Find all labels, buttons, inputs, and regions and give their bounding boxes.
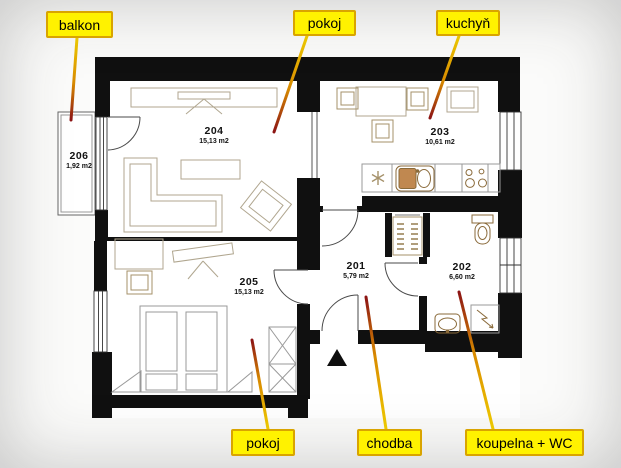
kitchen-chairs <box>336 87 429 143</box>
room-206-area: 1,92 m2 <box>66 163 92 170</box>
kitchen-counter <box>361 163 501 193</box>
room-204-area: 15,13 m2 <box>199 138 229 145</box>
furniture-living-room <box>123 87 293 233</box>
balcony-outline <box>57 111 96 216</box>
room-202-number: 202 <box>452 261 472 273</box>
entrance-arrow-icon <box>327 349 347 366</box>
callout-kuchyn: kuchyň <box>436 10 500 36</box>
entrance-door <box>321 294 359 332</box>
boiler-unit <box>392 214 423 256</box>
living-kitchen-opening <box>311 112 318 178</box>
fridge-icon <box>371 171 385 185</box>
room-202-area: 6,60 m2 <box>449 274 475 281</box>
room-label-205: 205 15,13 m2 <box>214 276 284 296</box>
room-206-number: 206 <box>69 150 89 162</box>
balcony-door <box>107 116 141 151</box>
walls <box>92 57 522 418</box>
kitchen-hall-door <box>321 209 359 247</box>
leader-balkon <box>69 36 79 122</box>
shelf <box>171 242 234 263</box>
bathroom-door <box>384 262 419 297</box>
toilet-icon <box>471 214 494 245</box>
room-label-204: 204 15,13 m2 <box>179 125 249 145</box>
leader-chodba <box>364 295 388 431</box>
shower-icon <box>470 304 500 334</box>
bedroom-door <box>273 269 309 305</box>
room-label-201: 201 5,79 m2 <box>321 260 391 280</box>
corner-shelf-left <box>110 370 142 393</box>
leader-kuchyn <box>428 34 461 120</box>
kitchen-cabinet <box>446 86 479 113</box>
leader-koupelna <box>457 290 495 431</box>
furniture-bathroom <box>434 214 500 334</box>
stove-icon <box>465 168 487 188</box>
bedroom-window <box>93 290 108 353</box>
sink-icon <box>395 165 435 192</box>
windows <box>93 111 522 353</box>
room-201-area: 5,79 m2 <box>343 273 369 280</box>
callout-pokoj-bottom-text: pokoj <box>246 434 280 451</box>
kitchen-table <box>355 86 407 117</box>
callout-balkon-text: balkon <box>58 16 101 33</box>
corner-sofa <box>123 157 223 233</box>
callout-koupelna-wc-text: koupelna + WC <box>476 434 573 451</box>
furniture-bedroom <box>110 238 297 393</box>
room-205-number: 205 <box>239 276 259 288</box>
furniture-kitchen <box>336 86 501 193</box>
room-203-number: 203 <box>430 126 450 138</box>
callout-kuchyn-text: kuchyň <box>445 15 491 31</box>
corner-shelf-right <box>226 370 253 393</box>
callout-balkon: balkon <box>46 11 113 38</box>
wardrobe <box>268 326 297 393</box>
nightstand <box>126 270 153 295</box>
doors <box>107 112 419 332</box>
room-204-number: 204 <box>204 125 224 137</box>
desk <box>114 238 164 270</box>
room-label-203: 203 10,61 m2 <box>405 126 475 146</box>
leader-pokoj-top <box>272 34 309 134</box>
coffee-table <box>180 159 241 180</box>
callout-pokoj-top: pokoj <box>293 10 356 36</box>
callout-pokoj-top-text: pokoj <box>307 15 342 31</box>
leader-pokoj-bottom <box>250 338 270 431</box>
room-label-206: 206 1,92 m2 <box>44 150 114 170</box>
callout-pokoj-bottom: pokoj <box>231 429 295 456</box>
callout-chodba: chodba <box>357 429 422 456</box>
balcony-door-window <box>95 116 108 211</box>
callout-chodba-text: chodba <box>366 434 413 451</box>
room-201-number: 201 <box>346 260 366 272</box>
sideboard <box>130 87 278 108</box>
double-bed <box>139 305 228 393</box>
room-205-area: 15,13 m2 <box>234 289 264 296</box>
washbasin-icon <box>434 313 461 334</box>
room-label-202: 202 6,60 m2 <box>427 261 497 281</box>
bathroom-window <box>499 237 522 294</box>
kitchen-window <box>499 111 522 171</box>
armchair <box>239 180 293 232</box>
leader-lines <box>69 34 495 431</box>
callout-koupelna-wc: koupelna + WC <box>465 429 584 456</box>
room-203-area: 10,61 m2 <box>425 139 455 146</box>
